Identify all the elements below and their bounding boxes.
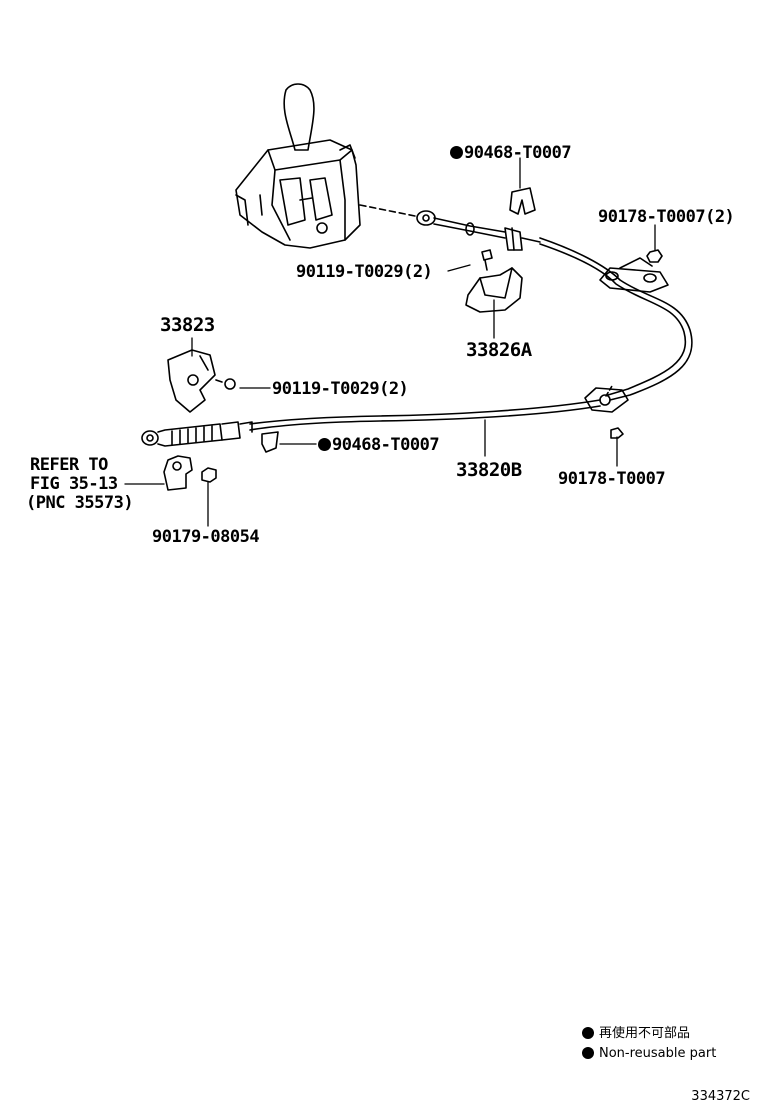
- label-cable-33820b: 33820B: [456, 459, 522, 481]
- shift-lever-assembly: [235, 83, 361, 249]
- label-bracket-33826a: 33826A: [466, 339, 532, 361]
- refer-line-2: FIG 35-13: [30, 474, 118, 494]
- nut-bottom-icon: [201, 467, 217, 483]
- refer-line-3: (PNC 35573): [26, 493, 134, 513]
- bolt-mid-icon: [215, 378, 236, 390]
- non-reusable-dot-icon: [318, 438, 331, 451]
- label-nut-mid-right: 90178-T0007: [558, 469, 666, 489]
- label-clip-top: 90468-T0007: [450, 143, 572, 163]
- cable-grommet: [504, 227, 541, 251]
- clip-top-icon: [509, 187, 536, 215]
- non-reusable-dot-icon: [582, 1027, 594, 1039]
- bolt-top-icon: [481, 249, 493, 271]
- nut-top-right-icon: [646, 249, 663, 263]
- connection-dashed-line: [359, 204, 416, 217]
- label-bolt-mid: 90119-T0029(2): [272, 379, 409, 399]
- cable-bracket-mid-right: [584, 385, 629, 413]
- cable-end-upper: [416, 210, 506, 239]
- label-clip-mid: 90468-T0007: [318, 435, 440, 455]
- bracket-33823-icon: [167, 349, 216, 413]
- clamp-bracket-icon: [163, 455, 193, 491]
- cable-end-lower: [141, 421, 253, 447]
- bracket-33826a-icon: [465, 267, 523, 313]
- refer-line-1: REFER TO: [30, 455, 108, 475]
- non-reusable-dot-icon: [582, 1047, 594, 1059]
- label-nut-top-right: 90178-T0007(2): [598, 207, 735, 227]
- non-reusable-dot-icon: [450, 146, 463, 159]
- label-bracket-33823: 33823: [160, 314, 215, 336]
- figure-code: 334372C: [691, 1089, 750, 1104]
- label-bolt-top: 90119-T0029(2): [296, 262, 433, 282]
- label-nut-bottom: 90179-08054: [152, 527, 260, 547]
- clip-mid-icon: [261, 431, 279, 453]
- legend-japanese: 再使用不可部品: [582, 1026, 690, 1042]
- leader-lines: [124, 157, 656, 527]
- legend-english: Non-reusable part: [582, 1046, 716, 1062]
- cable-path: [539, 237, 693, 401]
- cable-bracket-upper-right: [599, 257, 669, 293]
- nut-mid-right-icon: [610, 427, 624, 439]
